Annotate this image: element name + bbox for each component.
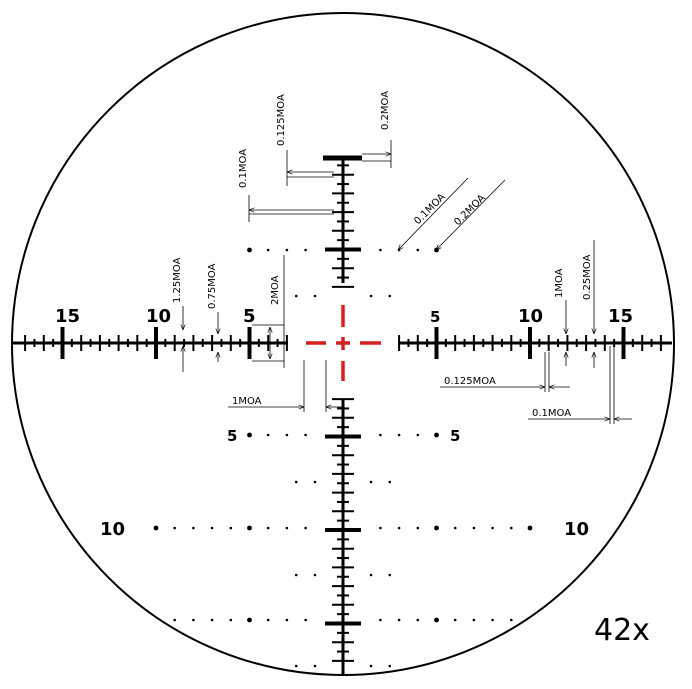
magnification-label: 42x [594,613,650,648]
annotation-0-75moa: 0.75MOA [207,263,218,309]
holdover-dot [210,618,214,622]
holdover-dot [397,433,401,437]
holdover-dot [304,526,307,530]
holdover-dot [294,664,298,668]
holdover-dot [313,294,317,298]
holdover-dot [434,432,439,438]
holdover-dot [388,573,392,577]
holdover-dot [472,526,476,530]
holdover-dot [285,526,289,530]
holdover-dot [379,618,382,622]
horizontal-ticks [24,327,662,359]
annotation-0-1moa-top: 0.1MOA [238,149,249,188]
holdover-dot [192,526,195,530]
holdover-dot [388,480,392,484]
holdover-dot [210,526,214,530]
holdover-dot [266,618,270,622]
holdover-dot [416,618,420,622]
holdover-dot [379,433,382,437]
annotation-0-125moa-top: 0.125MOA [276,94,287,146]
holdover-dot [369,573,373,577]
holdover-dot [266,248,270,252]
holdover-dot [247,617,252,623]
holdover-dot [416,526,420,530]
holdover-dot [388,664,392,668]
v-label-10-left: 10 [100,519,125,540]
annotation-1-25moa: 1.25MOA [172,257,183,303]
holdover-dot [192,618,195,622]
holdover-dot [294,294,298,298]
annotation-lines [183,140,632,424]
holdover-dot [453,526,457,530]
holdover-dot [397,526,401,530]
annotation-0-2moa-diag: 0.2MOA [452,193,488,229]
center-crosshair [306,305,381,381]
holdover-dot [304,248,307,252]
holdover-dot [247,247,252,253]
holdover-dot [285,248,289,252]
holdover-dot [369,480,373,484]
annotation-1moa-right: 1MOA [554,268,565,298]
holdover-dot [266,526,270,530]
holdover-dot [491,526,494,530]
holdover-dot [266,433,270,437]
h-label-5-right: 5 [430,308,440,326]
holdover-dot [153,525,159,531]
holdover-dot [313,480,317,484]
holdover-dot [397,618,401,622]
holdover-dot [285,433,289,437]
h-label-10-right: 10 [518,306,543,327]
vertical-ticks [325,164,361,662]
holdover-dot [416,433,420,437]
annotation-0-1moa-right: 0.1MOA [532,408,571,419]
holdover-dot [173,618,176,622]
holdover-dot [369,294,373,298]
holdover-dot [369,664,373,668]
holdover-dot [313,573,317,577]
annotation-2moa: 2MOA [270,275,281,305]
holdover-dot [491,618,494,622]
holdover-dot [247,432,252,438]
holdover-dot [453,618,457,622]
holdover-dot [416,248,420,252]
holdover-dot [229,526,233,530]
annotation-0-125moa-right: 0.125MOA [444,376,496,387]
holdover-dot [434,525,439,531]
annotation-0-1moa-diag: 0.1MOA [412,192,448,228]
h-label-15-left: 15 [55,306,80,327]
holdover-dot [527,525,533,531]
holdover-dot [173,526,176,530]
holdover-dot [434,617,439,623]
holdover-dot [294,480,298,484]
holdover-dot [229,618,233,622]
holdover-dot [304,618,307,622]
holdover-dot [510,526,513,530]
v-label-5-right: 5 [450,427,460,445]
holdover-dot [304,433,307,437]
holdover-dot [388,294,392,298]
holdover-dot [285,618,289,622]
h-label-5-left: 5 [243,306,256,327]
v-label-10-right: 10 [564,519,589,540]
holdover-dot [472,618,476,622]
holdover-dot [247,525,252,531]
holdover-dot [379,526,382,530]
holdover-dot [510,618,513,622]
h-label-10-left: 10 [146,306,171,327]
annotation-0-2moa-top: 0.2MOA [380,91,391,130]
holdover-dot [294,573,298,577]
holdover-dot [379,248,382,252]
h-label-15-right: 15 [608,306,633,327]
holdover-dot [313,664,317,668]
annotation-0-25moa: 0.25MOA [582,254,593,300]
annotation-1moa-left: 1MOA [232,396,262,407]
v-label-5-left: 5 [227,427,237,445]
